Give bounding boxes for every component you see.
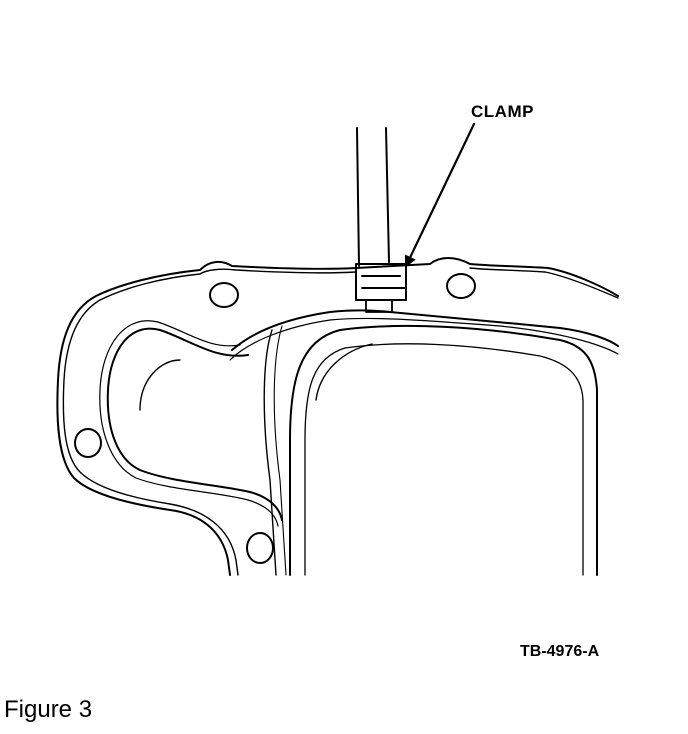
gasket-opening-detail xyxy=(315,343,373,401)
tool-tip xyxy=(355,263,407,301)
bolt-hole-top-left xyxy=(209,282,239,308)
gasket-left-passage-inner xyxy=(99,320,279,527)
gasket-center-rib-inner xyxy=(229,317,619,361)
tool-contact xyxy=(365,299,393,313)
gasket-left-divider xyxy=(263,329,277,576)
clamp-arrow xyxy=(404,122,476,268)
bolt-hole-top-right xyxy=(446,273,476,299)
gasket-outer-edge-inner xyxy=(62,267,619,576)
gasket-left-passage xyxy=(106,327,283,521)
figure-id: TB-4976-A xyxy=(520,643,600,660)
tool-shaft-left xyxy=(356,127,360,267)
figure-caption: Figure 3 xyxy=(4,696,93,723)
gasket-central-opening-inner xyxy=(304,343,584,576)
gasket-central-opening xyxy=(289,324,598,576)
bolt-hole-bottom xyxy=(246,532,274,564)
gasket-left-passage-curve xyxy=(139,359,181,411)
tool-shaft-right xyxy=(385,127,390,263)
bolt-hole-left xyxy=(74,428,102,458)
clamp-callout-label: CLAMP xyxy=(471,102,534,121)
gasket-outer-edge xyxy=(56,257,619,576)
gasket-left-divider-2 xyxy=(273,325,287,576)
gasket-center-rib xyxy=(231,309,619,351)
